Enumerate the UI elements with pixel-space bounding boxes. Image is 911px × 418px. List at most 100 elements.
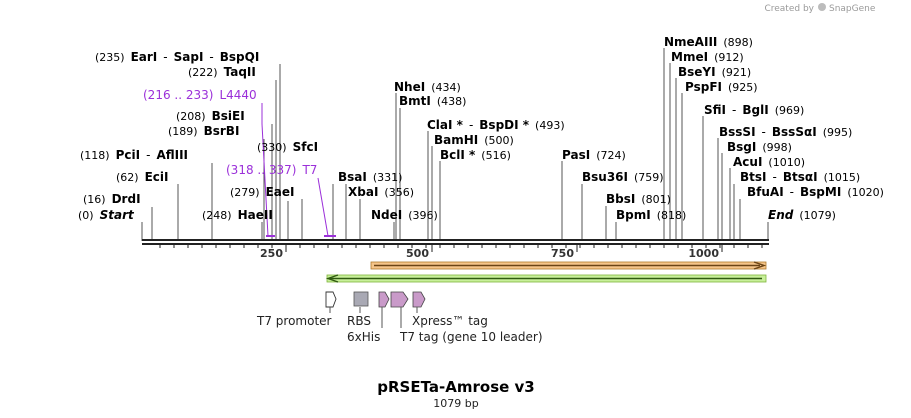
site-label-bcl: BclI *(516) — [440, 148, 511, 162]
feature-xpress-tag — [412, 291, 426, 308]
site-label-nde: NdeI(396) — [371, 208, 438, 222]
site-label-part: BfuAI — [747, 185, 784, 199]
site-label-part: NdeI — [371, 208, 402, 222]
site-label-part: (62) — [116, 171, 139, 184]
site-label-part: (500) — [484, 134, 514, 147]
enzyme-labels: (235)EarI-SapI-BspQI(222)TaqII(216 .. 23… — [78, 35, 884, 222]
site-label-part: PciI — [116, 148, 141, 162]
site-label-part: EaeI — [266, 185, 295, 199]
site-label-part: (356) — [384, 186, 414, 199]
site-label-pas: PasI(724) — [562, 148, 626, 162]
scale-tick-500: 500 — [406, 247, 429, 260]
site-label-part: (724) — [596, 149, 626, 162]
feature-label-rbs: RBS — [347, 314, 371, 328]
site-label-cla: ClaI *-BspDI *(493) — [427, 118, 565, 132]
site-label-ear: (235)EarI-SapI-BspQI — [95, 50, 259, 64]
feature-label-xpress: Xpress™ tag — [412, 314, 488, 328]
site-label-part: BpmI — [616, 208, 651, 222]
site-label-part: BssSαI — [772, 125, 817, 139]
site-label-part: (208) — [176, 110, 206, 123]
feature-rbs — [353, 291, 369, 307]
site-label-part: (925) — [728, 81, 758, 94]
site-label-part: T7 — [301, 163, 317, 177]
site-label-part: BmtI — [399, 94, 431, 108]
site-label-part: NheI — [394, 80, 425, 94]
snapgene-logo-icon — [818, 3, 826, 11]
site-label-part: (921) — [722, 66, 752, 79]
site-label-part: BspMI — [800, 185, 841, 199]
leader-lines — [141, 48, 769, 241]
site-label-part: HaeII — [238, 208, 273, 222]
site-label-part: BtsI — [740, 170, 767, 184]
site-label-part: Start — [100, 208, 135, 222]
site-label-part: (969) — [775, 104, 805, 117]
site-label-pspf: PspFI (925) — [685, 80, 758, 94]
site-label-part: (759) — [634, 171, 664, 184]
site-label-part: (248) — [202, 209, 232, 222]
site-label-bsey: BseYI (921) — [678, 65, 751, 79]
site-label-mme: MmeI(912) — [671, 50, 744, 64]
site-label-part: (995) — [823, 126, 853, 139]
site-label-pci: (118)PciI-AflIII — [80, 148, 188, 162]
site-label-part: - — [762, 125, 766, 139]
site-label-bbs: BbsI(801) — [606, 192, 671, 206]
site-label-part: - — [146, 148, 150, 162]
site-label-eae: (279) EaeI — [230, 185, 295, 199]
site-label-nmea: NmeAIII(898) — [664, 35, 753, 49]
site-label-bsss: BssSI-BssSαI (995) — [719, 125, 852, 139]
site-label-part: (912) — [714, 51, 744, 64]
site-label-part: (0) — [78, 209, 94, 222]
site-label-part: (330) — [257, 141, 287, 154]
site-label-part: PspFI — [685, 80, 722, 94]
site-label-part: XbaI — [348, 185, 378, 199]
site-label-part: - — [209, 50, 213, 64]
site-label-part: (118) — [80, 149, 110, 162]
site-label-t7site: (318 .. 337)T7 — [226, 163, 317, 177]
feature-6xhis — [378, 291, 390, 308]
site-label-bsie: (208)BsiEI — [176, 109, 245, 123]
site-label-bsg: BsgI(998) — [727, 140, 792, 154]
site-label-part: (1010) — [768, 156, 805, 169]
site-label-part: (216 .. 233) — [143, 88, 213, 102]
site-label-sfc: (330)SfcI — [257, 140, 318, 154]
site-label-part: (1020) — [847, 186, 884, 199]
site-label-part: (279) — [230, 186, 260, 199]
site-label-part: TaqII — [224, 65, 256, 79]
site-label-part: (801) — [641, 193, 671, 206]
site-label-xba: XbaI (356) — [348, 185, 414, 199]
site-label-part: EarI — [131, 50, 158, 64]
scale-tick-1000: 1000 — [688, 247, 719, 260]
site-label-taq: (222) TaqII — [188, 65, 256, 79]
site-label-part: EciI — [145, 170, 169, 184]
site-label-part: BseYI — [678, 65, 716, 79]
scale: 250 500 750 1000 — [260, 245, 723, 260]
credit-prefix: Created by — [764, 4, 814, 14]
site-label-drd: (16)DrdI — [83, 192, 141, 206]
site-label-bsa: BsaI(331) — [338, 170, 402, 184]
site-label-part: BssSI — [719, 125, 756, 139]
site-label-part: (818) — [657, 209, 687, 222]
site-label-part: BsrBI — [204, 124, 240, 138]
site-label-part: (331) — [373, 171, 403, 184]
site-label-part: End — [768, 208, 794, 222]
map-title: pRSETa-Amrose v3 — [377, 378, 534, 396]
site-label-end: End (1079) — [768, 208, 836, 222]
site-label-nhe: NheI(434) — [394, 80, 461, 94]
scale-tick-250: 250 — [260, 247, 283, 260]
site-label-part: DrdI — [112, 192, 141, 206]
primer-l4440-mark — [266, 235, 275, 237]
site-label-part: (222) — [188, 66, 218, 79]
site-label-eci: (62) EciI — [116, 170, 168, 184]
site-label-part: (1079) — [799, 209, 836, 222]
feature-orange-arrow — [370, 261, 767, 270]
site-label-part: SfiI — [704, 103, 726, 117]
site-label-part: (516) — [481, 149, 511, 162]
site-label-bts: BtsI-BtsαI(1015) — [740, 170, 860, 184]
sequence-backbone — [142, 235, 769, 248]
site-label-part: L4440 — [219, 88, 256, 102]
site-label-start: (0) Start — [78, 208, 135, 222]
site-label-bpm: BpmI (818) — [616, 208, 686, 222]
site-label-part: (493) — [535, 119, 565, 132]
feature-label-t7-promoter: T7 promoter — [256, 314, 332, 328]
site-label-l4440: (216 .. 233) L4440 — [143, 88, 257, 102]
